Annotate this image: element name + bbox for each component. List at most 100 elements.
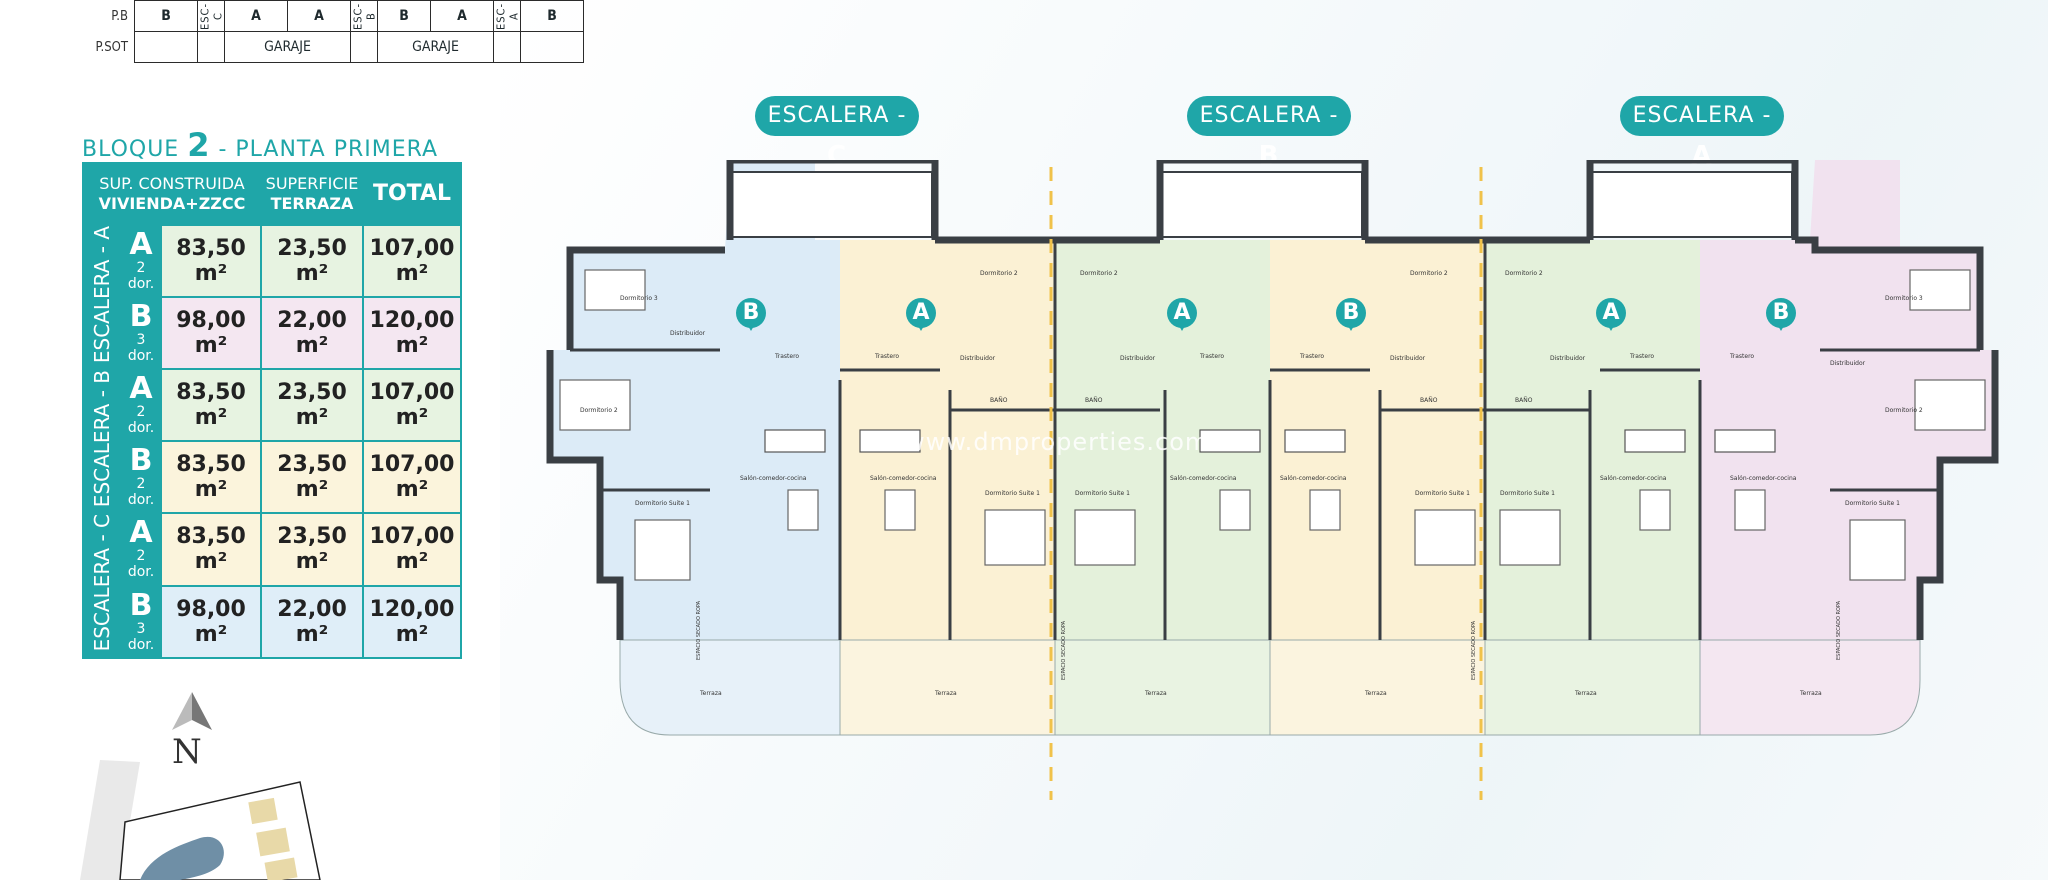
terrace bbox=[1054, 639, 1271, 736]
wall bbox=[546, 350, 624, 640]
site-map-building bbox=[248, 797, 278, 825]
unit-marker: B bbox=[736, 298, 766, 331]
vivienda-value: 83,50 m² bbox=[160, 368, 262, 443]
grid-cell-esc: ESC-B bbox=[350, 0, 378, 32]
escalera-label: ESCALERA - B bbox=[82, 368, 122, 515]
dining-table bbox=[1734, 489, 1766, 531]
room-label-salon: Salón-comedor-cocina bbox=[740, 475, 807, 482]
room-label-bano: BAÑO bbox=[1420, 397, 1438, 404]
surface-table: SUP. CONSTRUIDA VIVIENDA+ZZCC SUPERFICIE… bbox=[82, 162, 462, 659]
bed bbox=[1849, 519, 1906, 581]
stair-core-b bbox=[1161, 171, 1363, 238]
terrace bbox=[839, 639, 1056, 736]
grid-cell-esc bbox=[350, 31, 378, 63]
dining-table bbox=[884, 489, 916, 531]
room-label-trastero: Trastero bbox=[874, 353, 899, 360]
room-label-trastero: Trastero bbox=[1629, 353, 1654, 360]
room-label-suite: Dormitorio Suite 1 bbox=[985, 490, 1040, 497]
dining-tables bbox=[787, 489, 1766, 531]
grid-cell-esc: ESC-A bbox=[493, 0, 521, 32]
north-arrow-icon bbox=[172, 692, 212, 730]
room-label-dormitorio-2: Dormitorio 2 bbox=[1080, 270, 1118, 277]
beds bbox=[559, 269, 1986, 581]
dining-table bbox=[1639, 489, 1671, 531]
total-value: 107,00 m² bbox=[362, 512, 462, 587]
room-label-suite: Dormitorio Suite 1 bbox=[1845, 500, 1900, 507]
stair-core-a bbox=[1591, 171, 1793, 238]
escalera-badge-b: ESCALERA - B bbox=[1187, 96, 1351, 171]
room-label-distribuidor: Distribuidor bbox=[1830, 360, 1866, 367]
kitchen-island bbox=[859, 429, 921, 453]
header-terraza: SUPERFICIE TERRAZA bbox=[260, 162, 364, 226]
escalera-badge-c: ESCALERA - C bbox=[755, 96, 919, 171]
table-title: BLOQUE 2 - PLANTA PRIMERA bbox=[82, 126, 462, 164]
grid-cell: A bbox=[430, 0, 494, 32]
unit-marker: B bbox=[1336, 298, 1366, 331]
title-prefix: BLOQUE bbox=[82, 137, 180, 162]
header-terraza-line1: SUPERFICIE bbox=[265, 174, 359, 193]
kitchen-island bbox=[1284, 429, 1346, 453]
bed bbox=[1414, 509, 1476, 566]
bed bbox=[1074, 509, 1136, 566]
room-label-dormitorio-2: Dormitorio 2 bbox=[580, 407, 618, 414]
room-label-distribuidor: Distribuidor bbox=[1550, 355, 1586, 362]
bed bbox=[559, 379, 631, 431]
watermark: www.dmproperties.com bbox=[905, 428, 1210, 456]
room-label-espacio: ESPACIO SECADO ROPA bbox=[696, 600, 702, 660]
terraces bbox=[619, 639, 1921, 736]
total-value: 120,00 m² bbox=[362, 584, 462, 659]
vivienda-value: 83,50 m² bbox=[160, 223, 262, 299]
room-label-salon: Salón-comedor-cocina bbox=[1730, 475, 1797, 482]
terraza-value: 22,00 m² bbox=[260, 584, 364, 659]
vivienda-value: 98,00 m² bbox=[160, 584, 262, 659]
kitchen-islands bbox=[764, 429, 1776, 453]
row-label: P.SOT bbox=[95, 39, 128, 55]
terraza-value: 23,50 m² bbox=[260, 440, 364, 515]
room-label-suite: Dormitorio Suite 1 bbox=[1500, 490, 1555, 497]
room-label-suite: Dormitorio Suite 1 bbox=[1075, 490, 1130, 497]
total-value: 107,00 m² bbox=[362, 223, 462, 299]
dining-table bbox=[787, 489, 819, 531]
site-map-building bbox=[264, 857, 298, 880]
room-label-salon: Salón-comedor-cocina bbox=[1170, 475, 1237, 482]
room-label-suite: Dormitorio Suite 1 bbox=[635, 500, 690, 507]
room-label-dormitorio-3: Dormitorio 3 bbox=[620, 295, 658, 302]
surface-table-header: SUP. CONSTRUIDA VIVIENDA+ZZCC SUPERFICIE… bbox=[82, 162, 462, 226]
row-label: P.B bbox=[111, 8, 128, 24]
wall bbox=[1916, 350, 1999, 640]
room-label-espacio: ESPACIO SECADO ROPA bbox=[1836, 600, 1842, 660]
ground-floor-legend-grid: P.B B ESC-C A A ESC-B B A ESC-A B P.SOT … bbox=[80, 0, 584, 63]
room-label-terraza: Terraza bbox=[1364, 690, 1387, 697]
grid-cell: A bbox=[287, 0, 351, 32]
room-label-terraza: Terraza bbox=[1799, 690, 1822, 697]
grid-cell bbox=[134, 31, 198, 63]
room-label-terraza: Terraza bbox=[1574, 690, 1597, 697]
vivienda-value: 98,00 m² bbox=[160, 296, 262, 371]
grid-cell-esc bbox=[197, 31, 225, 63]
room-label-bano: BAÑO bbox=[1085, 397, 1103, 404]
grid-cell: A bbox=[224, 0, 288, 32]
total-value: 120,00 m² bbox=[362, 296, 462, 371]
north-label: N bbox=[172, 732, 202, 772]
escalera-label: ESCALERA - C bbox=[82, 512, 122, 659]
wall bbox=[1795, 236, 1984, 350]
north-arrow: N bbox=[162, 690, 222, 772]
terraza-value: 23,50 m² bbox=[260, 512, 364, 587]
terrace bbox=[1484, 639, 1701, 736]
bed bbox=[1499, 509, 1561, 566]
wall bbox=[726, 160, 939, 240]
vivienda-value: 83,50 m² bbox=[160, 440, 262, 515]
room-label-salon: Salón-comedor-cocina bbox=[870, 475, 937, 482]
site-location-map bbox=[80, 760, 321, 880]
room-label-suite: Dormitorio Suite 1 bbox=[1415, 490, 1470, 497]
bed bbox=[1909, 269, 1971, 311]
unit-marker: A bbox=[1167, 298, 1197, 331]
